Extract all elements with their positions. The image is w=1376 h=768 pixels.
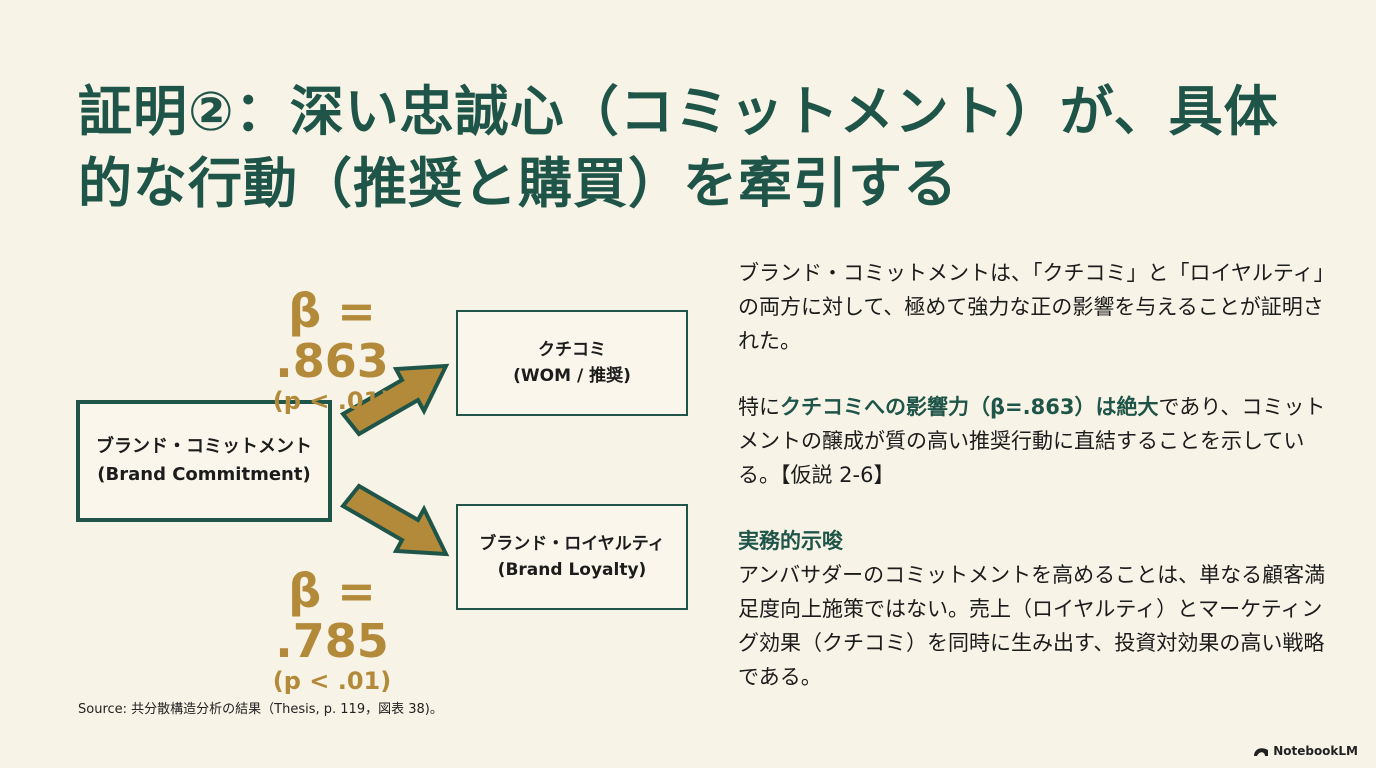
path-diagram: ブランド・コミットメント (Brand Commitment) クチコミ (WO… [76, 286, 688, 696]
beta-wom-p: (p < .01) [272, 387, 392, 415]
brand-commitment-label-en: (Brand Commitment) [97, 464, 311, 485]
wom-label: クチコミ [538, 340, 606, 360]
brand-loyalty-label: ブランド・ロイヤルティ [479, 534, 665, 554]
paragraph-2-highlight: クチコミへの影響力（β=.863）は絶大 [780, 395, 1159, 419]
paragraph-2-pre: 特に [738, 395, 780, 419]
notebooklm-branding: NotebookLM [1253, 744, 1358, 758]
arrow-to-loyalty [339, 483, 450, 557]
brand-loyalty-box: ブランド・ロイヤルティ (Brand Loyalty) [456, 504, 688, 610]
paragraph-3: アンバサダーのコミットメントを高めることは、単なる顧客満足度向上施策ではない。売… [738, 563, 1326, 689]
subheading-implications: 実務的示唆 [738, 529, 843, 553]
arrow-to-wom [339, 363, 450, 437]
brand-loyalty-label-en: (Brand Loyalty) [497, 560, 647, 580]
brand-commitment-box: ブランド・コミットメント (Brand Commitment) [76, 400, 332, 522]
wom-box: クチコミ (WOM / 推奨) [456, 310, 688, 416]
explanation-text: ブランド・コミットメントは、「クチコミ」と「ロイヤルティ」の両方に対して、極めて… [738, 256, 1338, 694]
beta-loyalty-value: β = .785 [275, 564, 389, 668]
notebooklm-label: NotebookLM [1273, 744, 1358, 758]
wom-label-en: (WOM / 推奨) [513, 366, 631, 386]
paragraph-2-post: であり、コミットメントの醸成が質の高い推奨行動に直結することを示している。【仮説… [738, 395, 1326, 487]
page-title: 証明②：深い忠誠心（コミットメント）が、具体的な行動（推奨と購買）を牽引する [78, 80, 1279, 215]
beta-loyalty-p: (p < .01) [272, 667, 392, 695]
beta-loyalty: β = .785 (p < .01) [232, 566, 432, 696]
brand-commitment-label: ブランド・コミットメント [96, 436, 312, 457]
arrows-layer [339, 363, 450, 557]
notebooklm-logo-icon [1254, 748, 1269, 756]
beta-wom-value: β = .863 [275, 284, 389, 388]
beta-wom: β = .863 (p < .01) [232, 286, 432, 416]
paragraph-1: ブランド・コミットメントは、「クチコミ」と「ロイヤルティ」の両方に対して、極めて… [738, 261, 1335, 353]
paragraph-2: 特にクチコミへの影響力（β=.863）は絶大であり、コミットメントの醸成が質の高… [738, 390, 1338, 492]
source-note: Source: 共分散構造分析の結果（Thesis, p. 119，図表 38)… [78, 702, 443, 717]
